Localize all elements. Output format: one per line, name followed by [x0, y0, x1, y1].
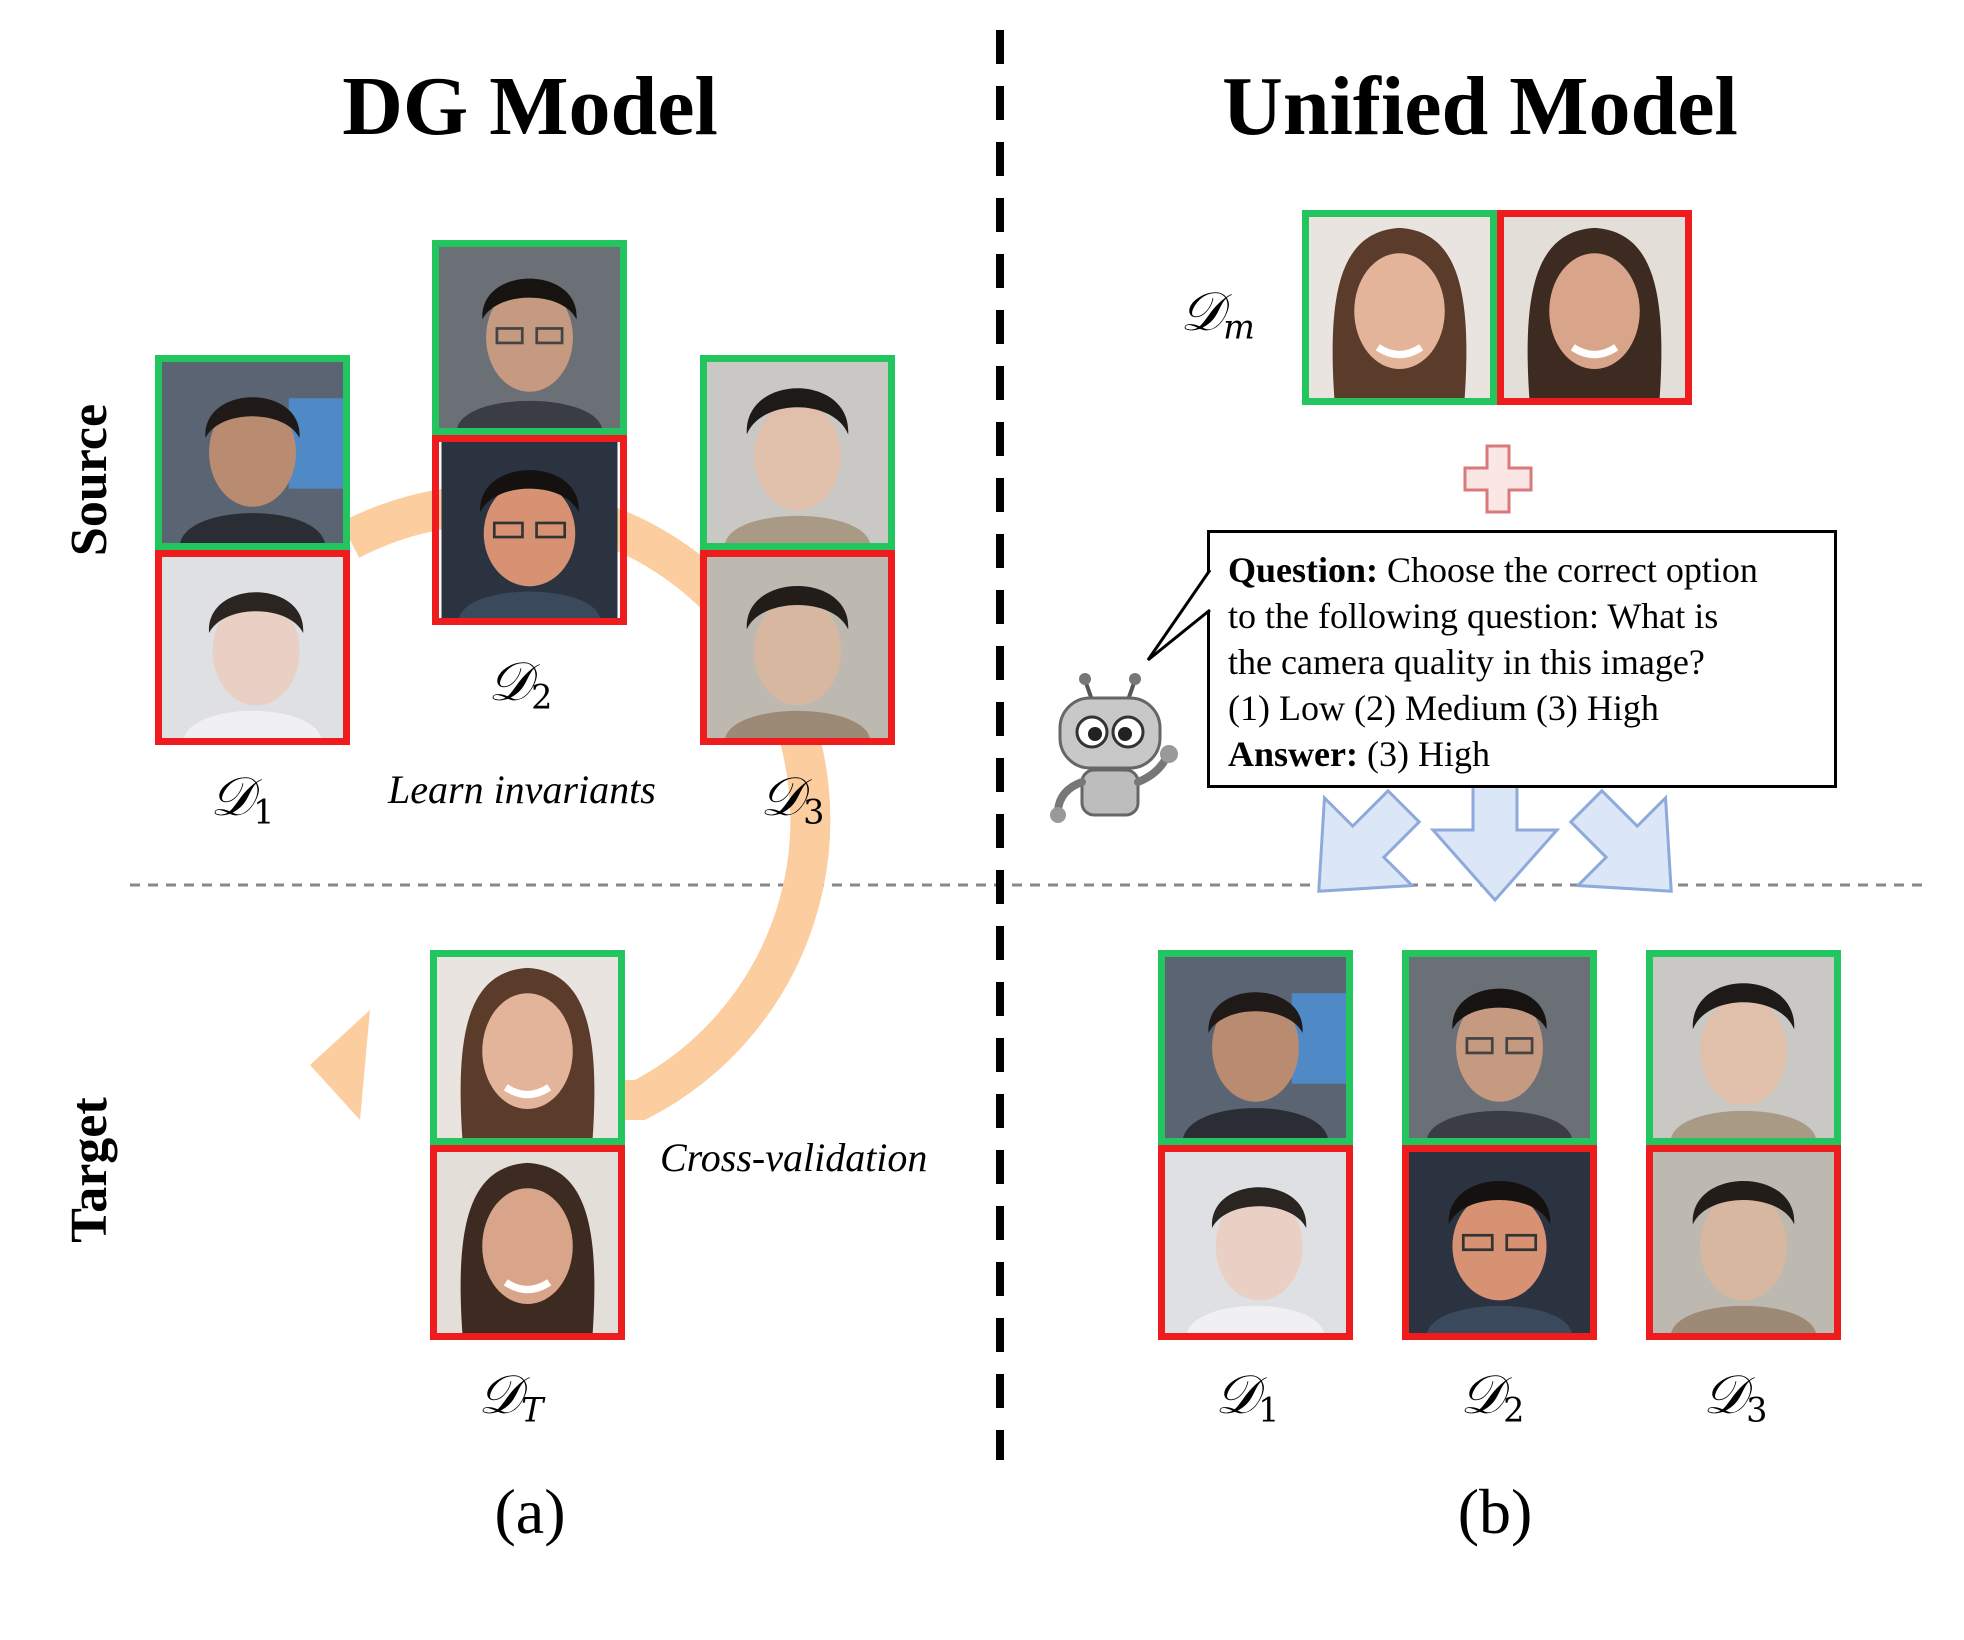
target-row-label: Target — [61, 1097, 118, 1243]
d1-label-b: 𝒟1 — [1215, 1363, 1280, 1430]
plus-icon — [1463, 444, 1533, 514]
cross-validation-text: Cross-validation — [660, 1135, 928, 1180]
d2-label-a: 𝒟2 — [488, 650, 553, 717]
d3-live-face — [700, 355, 895, 550]
learn-invariants-text: Learn invariants — [388, 767, 656, 812]
d1-label-a: 𝒟1 — [210, 765, 275, 832]
arrow-to-d3 — [1568, 788, 1673, 893]
dT-live-face — [430, 950, 625, 1145]
b-d2-live-face — [1402, 950, 1597, 1145]
b-d3-live-face — [1646, 950, 1841, 1145]
source-row-label: Source — [61, 403, 118, 557]
arrow-to-d2 — [1429, 778, 1561, 903]
dT-label: 𝒟T — [478, 1363, 544, 1430]
dm-label: 𝒟m — [1180, 280, 1255, 347]
question-line-4: (1) Low (2) Medium (3) High — [1228, 688, 1659, 728]
b-d3-spoof-face — [1646, 1145, 1841, 1340]
unified-model-title: Unified Model — [1222, 60, 1738, 153]
dg-model-title: DG Model — [342, 60, 718, 153]
d3-label-b: 𝒟3 — [1703, 1363, 1768, 1430]
b-d1-live-face — [1158, 950, 1353, 1145]
question-line-1: Question: Choose the correct option — [1228, 550, 1758, 590]
arrow-to-d1 — [1317, 788, 1422, 893]
caption-a: (a) — [494, 1476, 566, 1547]
d3-label-a: 𝒟3 — [760, 765, 825, 832]
bubble-tail — [1146, 569, 1212, 662]
b-d2-spoof-face — [1402, 1145, 1597, 1340]
d2-live-face — [432, 240, 627, 435]
question-line-2: to the following question: What is — [1228, 596, 1719, 636]
d1-spoof-face — [155, 550, 350, 745]
cycle-arrow-head — [310, 1010, 370, 1120]
d3-spoof-face — [700, 550, 895, 745]
b-d1-spoof-face — [1158, 1145, 1353, 1340]
answer-line: Answer: (3) High — [1228, 734, 1490, 774]
dm-live-face — [1302, 210, 1497, 405]
dm-spoof-face — [1497, 210, 1692, 405]
dT-spoof-face — [430, 1145, 625, 1340]
question-bubble: Question: Choose the correct option to t… — [1207, 530, 1837, 788]
robot-icon — [1050, 673, 1178, 823]
question-line-3: the camera quality in this image? — [1228, 642, 1705, 682]
d2-spoof-face — [432, 435, 627, 625]
d1-live-face — [155, 355, 350, 550]
d2-label-b: 𝒟2 — [1460, 1363, 1525, 1430]
caption-b: (b) — [1457, 1476, 1533, 1547]
